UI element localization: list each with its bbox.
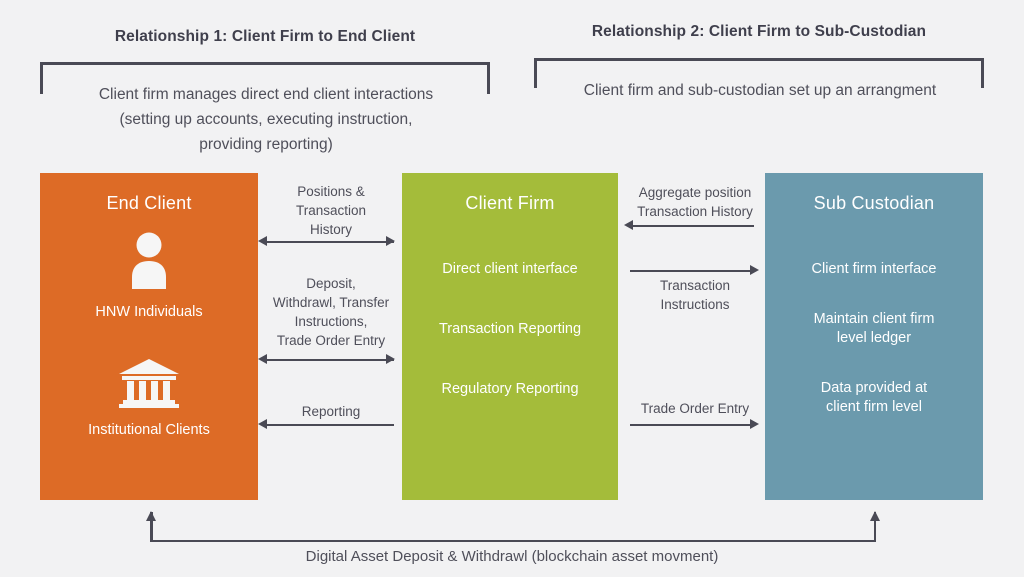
panel-client-firm-title: Client Firm [465, 193, 555, 213]
arrow-head-right [750, 419, 759, 429]
digital-asset-flow-label: Digital Asset Deposit & Withdrawl (block… [305, 548, 719, 565]
arrow-line [630, 270, 752, 272]
client-firm-item: Direct client interface [442, 261, 578, 277]
arrow-line [266, 241, 394, 243]
panel-sub-custodian[interactable]: Sub Custodian Client firm interface Main… [765, 173, 983, 500]
arrow-label: Deposit, Withdrawl, Transfer Instruction… [272, 276, 390, 348]
arrow-label: Transaction Instructions [659, 278, 731, 312]
arrow-line [266, 359, 394, 361]
bracket-right-stub [981, 58, 984, 88]
client-firm-item-list: Direct client interface Transaction Repo… [402, 260, 618, 399]
panel-client-firm[interactable]: Client Firm Direct client interface Tran… [402, 173, 618, 500]
arrow-head-up-right [870, 511, 881, 521]
relationship-2-bracket [534, 58, 984, 88]
arrow-label: Positions & Transaction History [295, 184, 367, 237]
relationship-1-description: Client firm manages direct end client in… [98, 86, 434, 153]
hnw-individuals-block: HNW Individuals [40, 232, 258, 320]
bank-icon [118, 359, 180, 412]
sub-custodian-item: Client firm interface [811, 261, 937, 277]
arrow-line [266, 424, 394, 426]
arrow-head-right [386, 354, 395, 364]
arrow-label: Aggregate position Transaction History [637, 185, 753, 219]
bracket-left-stub [40, 62, 43, 94]
bracket-top-line [534, 58, 984, 61]
arrow-head-left [258, 236, 267, 246]
arrow-head-right [750, 265, 759, 275]
arrow-head-left [624, 220, 633, 230]
arrow-label: Trade Order Entry [640, 401, 750, 416]
arrow-line [632, 225, 754, 227]
sub-custodian-item: Maintain client firm level ledger [813, 311, 935, 346]
arrow-head-left [258, 354, 267, 364]
sub-custodian-item-list: Client firm interface Maintain client fi… [765, 260, 983, 417]
institutional-clients-block: Institutional Clients [40, 358, 258, 438]
panel-sub-custodian-title: Sub Custodian [813, 193, 935, 213]
arrow-label: Reporting [301, 404, 361, 419]
arrow-head-up-left [145, 511, 156, 521]
sub-custodian-item: Data provided at client firm level [820, 380, 928, 415]
bracket-base-line [150, 539, 876, 542]
bracket-right-stub [487, 62, 490, 94]
arrow-head-right [386, 236, 395, 246]
digital-asset-flow-bracket [145, 511, 881, 542]
person-icon [127, 232, 171, 294]
relationship-2-title: Relationship 2: Client Firm to Sub-Custo… [591, 23, 927, 40]
bracket-left-stub [534, 58, 537, 88]
client-firm-item: Transaction Reporting [438, 321, 582, 337]
bracket-top-line [40, 62, 490, 65]
institutional-clients-caption: Institutional Clients [88, 422, 210, 438]
hnw-individuals-caption: HNW Individuals [95, 304, 203, 320]
bracket-left-riser [150, 512, 153, 542]
client-firm-item: Regulatory Reporting [441, 381, 579, 397]
arrow-head-left [258, 419, 267, 429]
relationship-1-title: Relationship 1: Client Firm to End Clien… [114, 28, 416, 45]
panel-end-client-title: End Client [106, 193, 192, 213]
relationship-1-bracket [40, 62, 490, 94]
relationship-2-description: Client firm and sub-custodian set up an … [583, 82, 937, 99]
arrow-line [630, 424, 752, 426]
bracket-right-riser [873, 512, 876, 542]
panel-end-client[interactable]: End Client HNW Individuals [40, 173, 258, 500]
